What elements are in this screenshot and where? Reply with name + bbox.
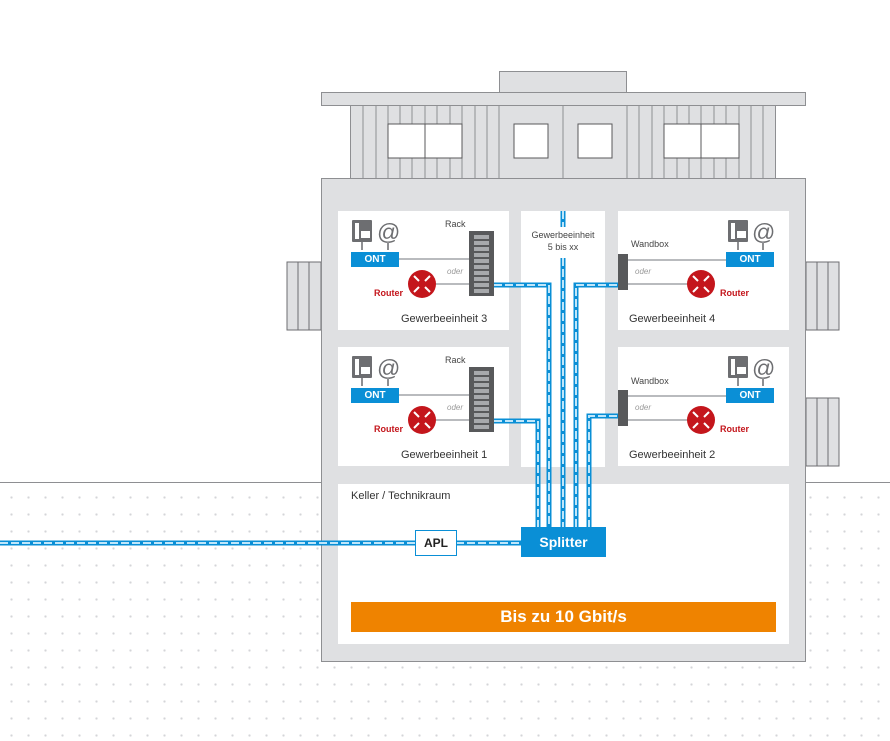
ont-box: ONT — [726, 388, 774, 403]
wandbox-icon — [618, 254, 628, 290]
middle-unit-label-2: 5 bis xx — [547, 242, 579, 252]
rack-slot — [474, 407, 489, 411]
rack-slot — [474, 265, 489, 269]
oder-label: oder — [635, 267, 652, 276]
at-icon: @ — [377, 219, 400, 245]
connector-label: Rack — [445, 219, 466, 229]
phone-icon — [728, 356, 748, 378]
fiber-to-unit-3 — [494, 282, 552, 527]
rack-slot — [474, 371, 489, 375]
ont-box: ONT — [351, 252, 399, 267]
router-icon — [687, 270, 715, 298]
phone-icon — [352, 220, 372, 242]
ont-wire-stub-left — [361, 242, 363, 250]
rack-slot — [474, 289, 489, 293]
router-icon — [687, 406, 715, 434]
rack-slot — [474, 419, 489, 423]
ont-box: ONT — [351, 388, 399, 403]
rack-icon — [469, 367, 494, 432]
oder-label: oder — [447, 403, 464, 412]
fiber-to-unit-1 — [494, 418, 541, 527]
oder-label: oder — [635, 403, 652, 412]
wandbox-icon — [618, 390, 628, 426]
rack-slot — [474, 395, 489, 399]
wandbox-to-router-wire — [628, 283, 688, 285]
connector-label: Wandbox — [631, 376, 669, 386]
fiber-to-unit-2 — [586, 413, 628, 527]
phone-icon — [352, 356, 372, 378]
ont-wire-stub-right — [387, 242, 389, 250]
splitter-box: Splitter — [521, 527, 606, 557]
wandbox-to-ont-wire — [628, 259, 727, 261]
rack-slot — [474, 383, 489, 387]
rack-slot — [474, 259, 489, 263]
basement-label: Keller / Technikraum — [351, 490, 451, 502]
at-icon: @ — [377, 355, 400, 381]
rack-slot — [474, 377, 489, 381]
router-icon — [408, 270, 436, 298]
rack-slot — [474, 401, 489, 405]
router-label: Router — [720, 424, 749, 434]
router-to-rack-wire — [436, 283, 469, 285]
router-label: Router — [720, 288, 749, 298]
router-icon — [408, 406, 436, 434]
unit-name: Gewerbeeinheit 2 — [629, 449, 716, 461]
rack-slot — [474, 425, 489, 429]
rack-slot — [474, 235, 489, 239]
phone-icon — [728, 220, 748, 242]
router-label: Router — [374, 288, 403, 298]
rack-slot — [474, 413, 489, 417]
rack-slot — [474, 283, 489, 287]
middle-unit-label-1: Gewerbeeinheit — [531, 230, 595, 240]
unit-name: Gewerbeeinheit 1 — [401, 449, 488, 461]
rack-slot — [474, 253, 489, 257]
side-balconies — [286, 261, 840, 467]
rack-slot — [474, 241, 489, 245]
ont-box: ONT — [726, 252, 774, 267]
oder-label: oder — [447, 267, 464, 276]
rack-slot — [474, 271, 489, 275]
fiber-to-unit-4 — [573, 282, 628, 527]
ont-to-rack-wire — [399, 258, 469, 260]
router-label: Router — [374, 424, 403, 434]
unit-name: Gewerbeeinheit 4 — [629, 313, 716, 325]
at-icon: @ — [752, 355, 775, 381]
unit-name: Gewerbeeinheit 3 — [401, 313, 488, 325]
rack-icon — [469, 231, 494, 296]
rack-slot — [474, 247, 489, 251]
rack-slot — [474, 277, 489, 281]
connector-label: Wandbox — [631, 239, 669, 249]
speed-banner: Bis zu 10 Gbit/s — [351, 602, 776, 632]
top-floor-windows — [387, 123, 740, 159]
rack-slot — [474, 389, 489, 393]
at-icon: @ — [752, 219, 775, 245]
apl-box: APL — [415, 530, 457, 556]
connector-label: Rack — [445, 355, 466, 365]
